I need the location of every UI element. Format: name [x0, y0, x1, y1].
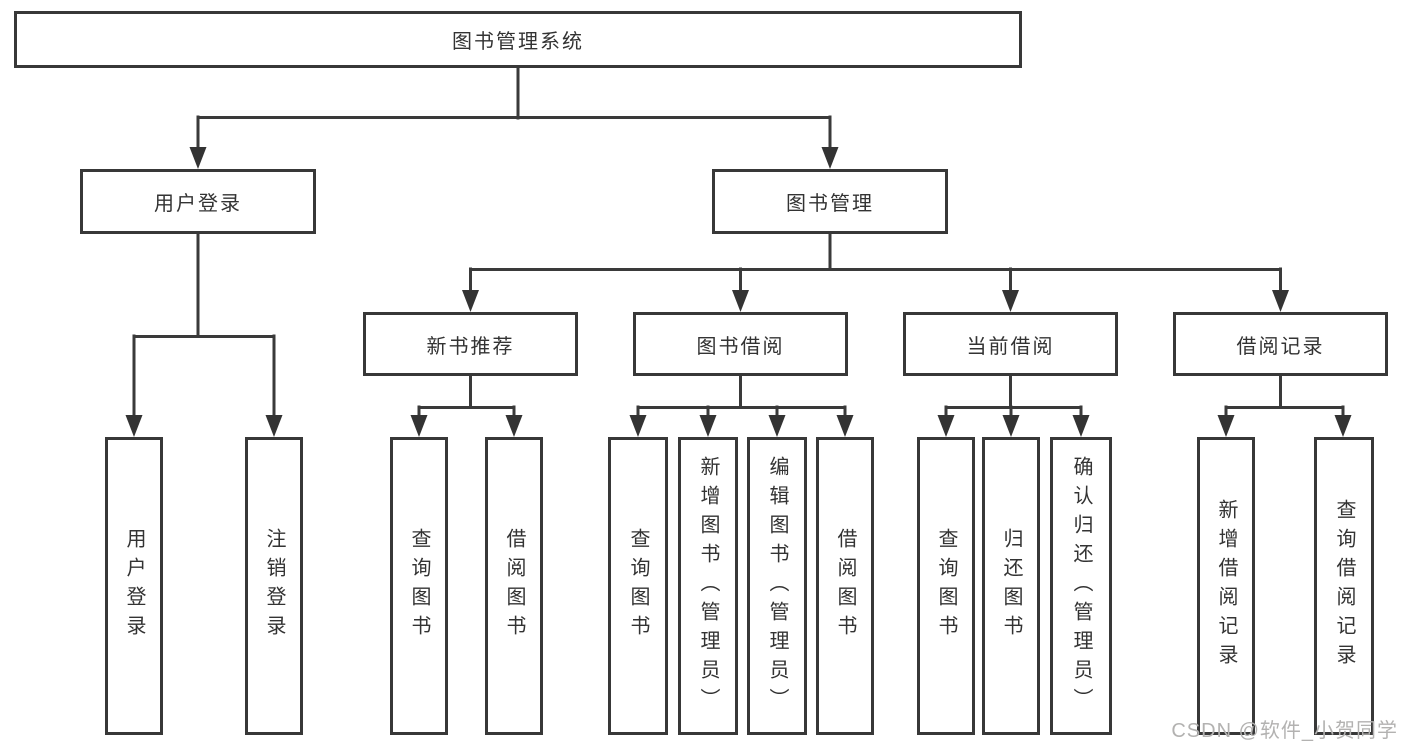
node-query-borrow-record: 查询借阅记录 [1314, 437, 1374, 735]
node-library-management-system: 图书管理系统 [14, 11, 1022, 68]
leaf-label: 查询借阅记录 [1333, 499, 1355, 673]
leaf-label: 借阅图书 [503, 528, 525, 644]
leaf-label: 注销登录 [263, 528, 285, 644]
watermark: CSDN @软件_小贺同学 [1171, 720, 1398, 742]
leaf-label: 查询图书 [627, 528, 649, 644]
leaf-label: 查询图书 [935, 528, 957, 644]
node-book-borrowing: 图书借阅 [633, 312, 848, 376]
leaf-label: 归还图书 [1000, 528, 1022, 644]
node-book-management: 图书管理 [712, 169, 948, 234]
leaf-label: 新增图书（管理员） [697, 455, 719, 717]
node-query-books-recommend: 查询图书 [390, 437, 448, 735]
leaf-label: 确认归还（管理员） [1070, 455, 1092, 717]
leaf-label: 新增借阅记录 [1215, 499, 1237, 673]
node-query-books-borrow: 查询图书 [608, 437, 668, 735]
node-current-borrowing: 当前借阅 [903, 312, 1118, 376]
node-logout: 注销登录 [245, 437, 303, 735]
leaf-label: 用户登录 [123, 528, 145, 644]
node-borrowing-records: 借阅记录 [1173, 312, 1388, 376]
node-new-book-recommend: 新书推荐 [363, 312, 578, 376]
leaf-label: 借阅图书 [834, 528, 856, 644]
node-borrow-books-recommend: 借阅图书 [485, 437, 543, 735]
node-user-login: 用户登录 [105, 437, 163, 735]
node-user-login-branch: 用户登录 [80, 169, 316, 234]
node-edit-book-admin: 编辑图书（管理员） [747, 437, 807, 735]
node-add-book-admin: 新增图书（管理员） [678, 437, 738, 735]
node-add-borrow-record: 新增借阅记录 [1197, 437, 1255, 735]
node-return-book: 归还图书 [982, 437, 1040, 735]
node-confirm-return-admin: 确认归还（管理员） [1050, 437, 1112, 735]
leaf-label: 编辑图书（管理员） [766, 455, 788, 717]
node-borrow-books-borrow: 借阅图书 [816, 437, 874, 735]
node-query-books-current: 查询图书 [917, 437, 975, 735]
leaf-label: 查询图书 [408, 528, 430, 644]
